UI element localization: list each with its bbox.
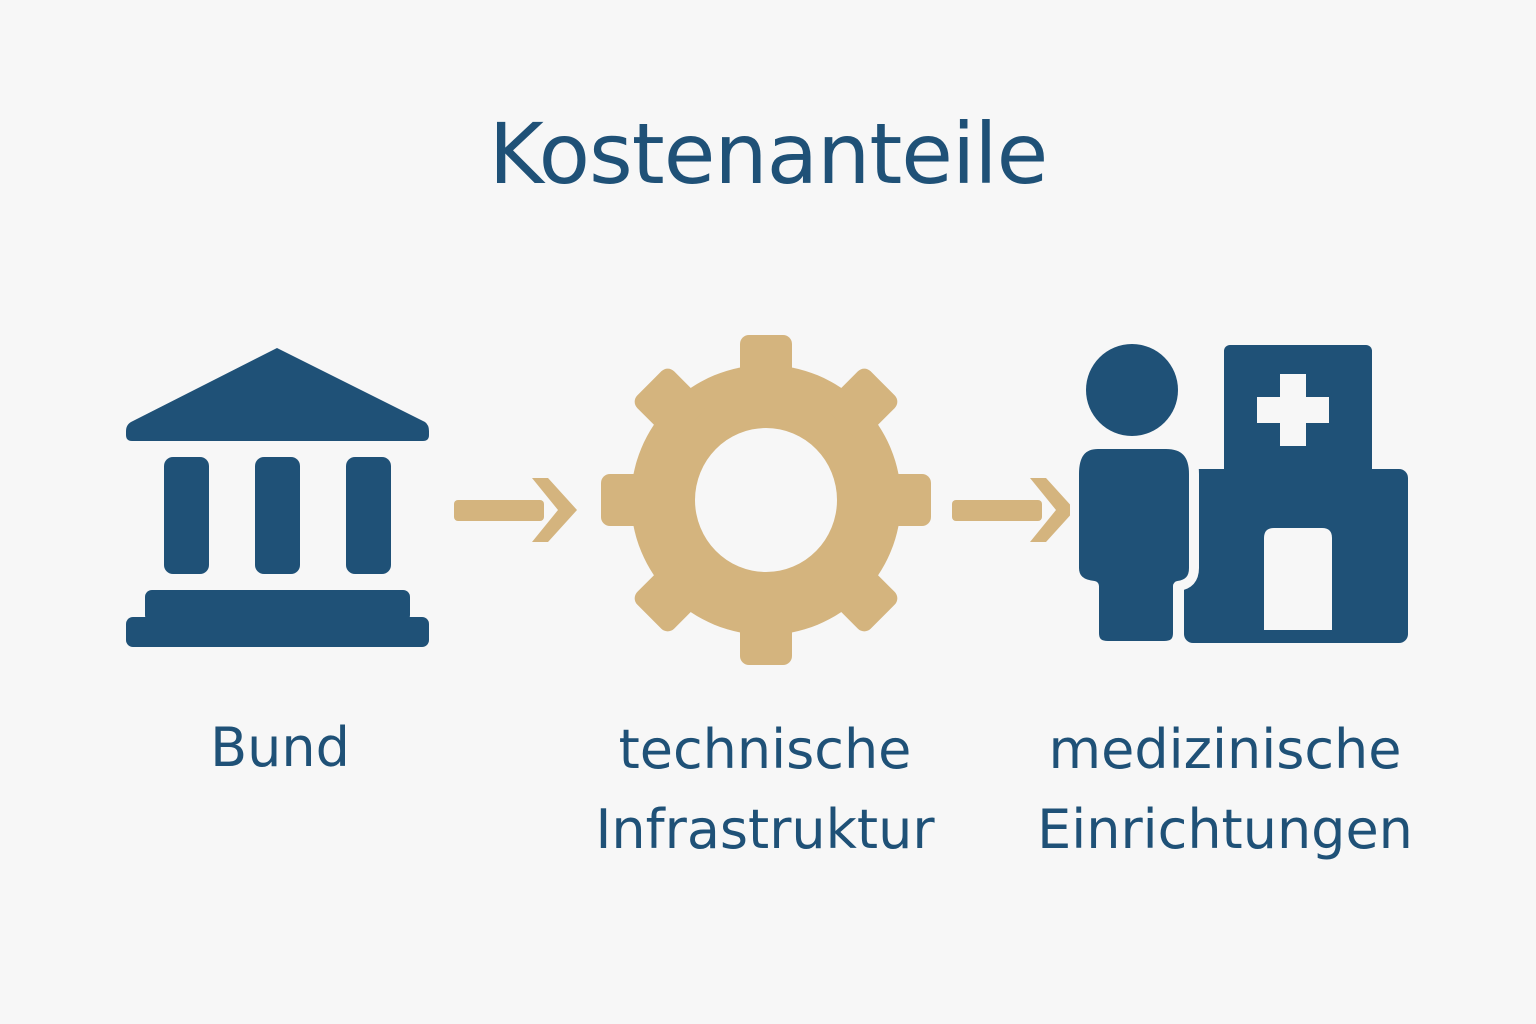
node-label-technische-infrastruktur: technische Infrastruktur	[555, 710, 975, 870]
arrow-right-icon	[952, 478, 1075, 542]
node-label-line: Einrichtungen	[1037, 798, 1413, 861]
arrow-right-icon	[454, 478, 577, 542]
node-label-line: medizinische	[1048, 718, 1402, 781]
diagram-title: Kostenanteile	[488, 105, 1049, 203]
bank-building-icon	[126, 348, 429, 647]
node-label-medizinische-einrichtungen: medizinische Einrichtungen	[1010, 710, 1440, 870]
node-label-line: technische	[618, 718, 912, 781]
gear-icon	[601, 335, 931, 665]
node-label-bund: Bund	[130, 708, 430, 788]
node-label-line: Infrastruktur	[595, 798, 935, 861]
node-label-line: Bund	[210, 716, 350, 779]
person-hospital-icon	[1070, 344, 1408, 650]
